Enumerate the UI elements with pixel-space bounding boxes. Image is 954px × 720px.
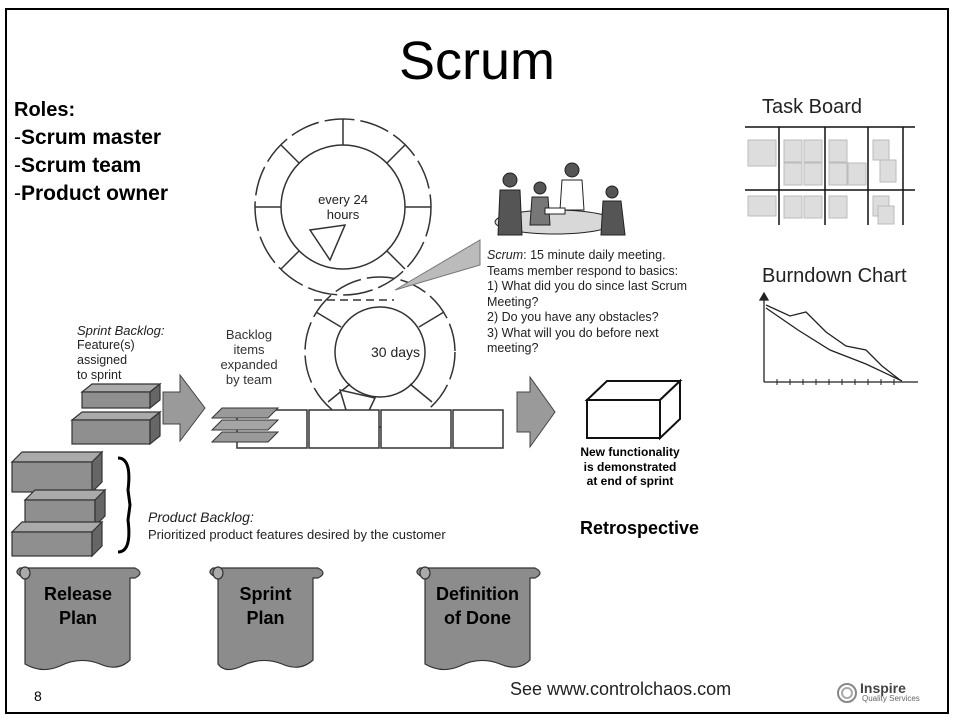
scrum-meeting-text: Scrum: 15 minute daily meeting. Teams me… — [487, 248, 727, 357]
page-number: 8 — [34, 688, 42, 704]
new-functionality-line: New functionality — [580, 445, 680, 459]
role-dash: - — [14, 126, 21, 149]
product-backlog-description: Prioritized product features desired by … — [148, 527, 446, 542]
scrum-meeting-line: Teams member respond to basics: — [487, 263, 679, 278]
backlog-items-line: items — [233, 342, 265, 357]
backlog-items-line: by team — [225, 372, 273, 387]
logo-name: Inspire — [860, 680, 906, 696]
scrum-meeting-line: Scrum: 15 minute daily meeting. — [487, 248, 727, 264]
meeting-people-illustration — [494, 162, 626, 236]
daily-cycle-label-line: hours — [326, 207, 360, 222]
role-label: Scrum team — [21, 154, 142, 177]
role-dash: - — [14, 182, 21, 205]
backlog-items-text: Backlog items expanded by team — [204, 327, 294, 387]
role-scrum-master: -Scrum master — [14, 124, 168, 152]
product-backlog-text: Product Backlog: Prioritized product fea… — [148, 509, 446, 543]
scrum-meeting-line: 3) What will you do before next — [487, 325, 659, 340]
product-increment-box — [584, 378, 683, 441]
scrum-meeting-line: 2) Do you have any obstacles? — [487, 310, 659, 324]
product-backlog-brace — [117, 456, 132, 554]
scrum-meeting-line: Meeting? — [487, 294, 539, 309]
definition-of-done-label: Definition of Done — [425, 582, 530, 630]
scroll-label-line: Release — [43, 584, 113, 604]
daily-cycle-ring — [254, 118, 432, 296]
sprint-backlog-line: to sprint — [77, 368, 122, 382]
burndown-chart-title: Burndown Chart — [762, 265, 907, 287]
scroll-label-line: of Done — [444, 608, 511, 628]
scrum-meeting-line-text: : 15 minute daily meeting. — [523, 248, 666, 262]
sprint-backlog-text: Sprint Backlog: Feature(s) assigned to s… — [77, 323, 164, 383]
backlog-items-line: Backlog — [225, 327, 273, 342]
new-functionality-text: New functionality is demonstrated at end… — [560, 445, 700, 489]
sprint-backlog-label: Sprint Backlog: — [77, 323, 165, 338]
meeting-callout — [394, 239, 481, 291]
roles-list: Roles: -Scrum master -Scrum team -Produc… — [14, 96, 168, 208]
scroll-label-line: Plan — [58, 608, 97, 628]
scroll-label-line: Sprint — [239, 584, 292, 604]
role-label: Scrum master — [21, 126, 162, 149]
retrospective-label: Retrospective — [580, 518, 700, 538]
task-board-title: Task Board — [762, 96, 863, 118]
role-product-owner: -Product owner — [14, 180, 168, 208]
burndown-chart — [758, 291, 918, 385]
slide-title: Scrum — [398, 31, 555, 91]
scroll-label-line: Plan — [246, 608, 285, 628]
release-plan-label: Release Plan — [28, 582, 128, 630]
new-functionality-line: is demonstrated — [583, 459, 677, 474]
backlog-items-line: expanded — [220, 357, 278, 372]
role-dash: - — [14, 154, 21, 177]
logo-icon — [837, 683, 857, 703]
release-plan-scroll — [16, 566, 141, 671]
scrum-meeting-line: 1) What did you do since last Scrum — [487, 279, 688, 293]
scroll-label-line: Definition — [436, 584, 519, 604]
product-backlog-stack — [10, 450, 107, 558]
roles-heading: Roles: — [14, 99, 76, 121]
sprint-backlog-line: assigned — [77, 353, 128, 367]
role-label: Product owner — [21, 182, 169, 205]
scrum-meeting-label: Scrum — [487, 248, 524, 262]
new-functionality-line: at end of sprint — [586, 474, 674, 488]
sprint-plan-scroll — [209, 566, 324, 671]
flow-arrows — [162, 373, 556, 449]
expanded-backlog-layers — [210, 407, 280, 443]
scrum-meeting-line: meeting? — [487, 341, 539, 355]
sprint-backlog-stack — [70, 382, 162, 446]
daily-cycle-label-line: every 24 — [318, 192, 368, 207]
footer-link-text[interactable]: See www.controlchaos.com — [510, 679, 732, 699]
sprint-boxes-row — [236, 409, 504, 449]
sprint-backlog-line: Feature(s) — [77, 338, 135, 352]
sprint-plan-label: Sprint Plan — [218, 582, 313, 630]
definition-of-done-scroll — [416, 566, 541, 671]
role-scrum-team: -Scrum team — [14, 152, 168, 180]
sprint-cycle-label: 30 days — [371, 344, 421, 360]
logo-subtitle: Quality Services — [862, 694, 920, 703]
product-backlog-label: Product Backlog: — [148, 509, 254, 525]
task-board-grid — [745, 126, 915, 225]
daily-cycle-label: every 24 hours — [300, 192, 386, 222]
inspire-logo: Inspire Quality Services — [834, 680, 944, 706]
